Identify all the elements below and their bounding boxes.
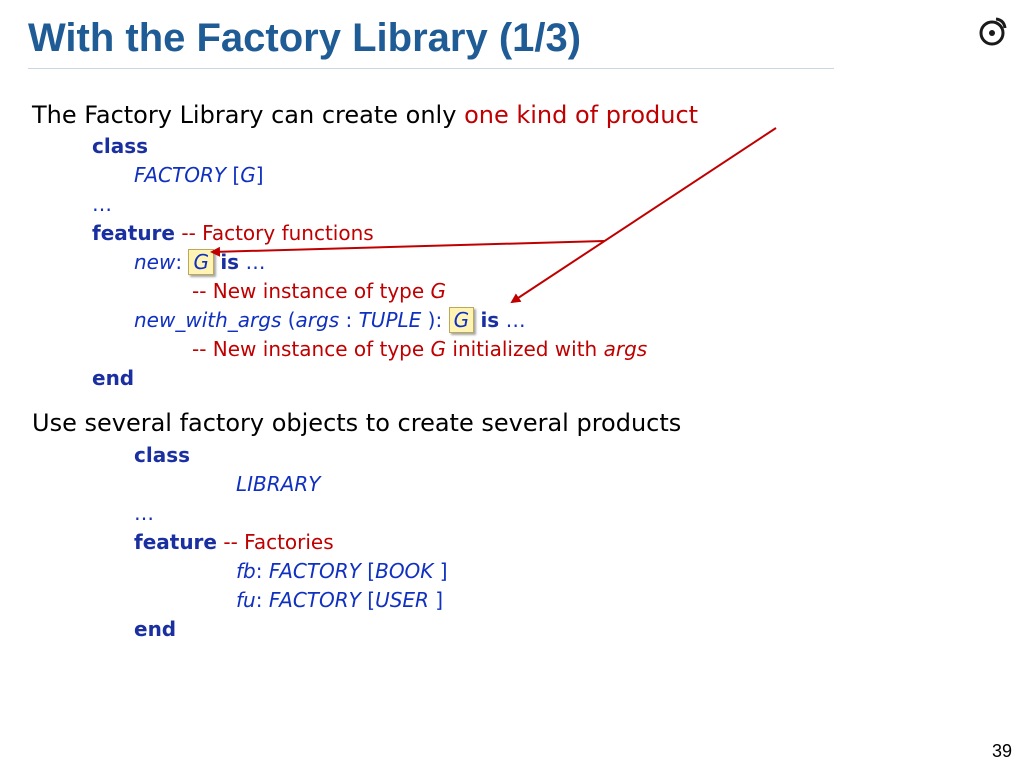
generic-close: ]	[255, 163, 264, 187]
code2-ellipsis-line: …	[134, 499, 154, 527]
generic-open: [	[360, 588, 376, 612]
code-class-name-line: FACTORY [G]	[134, 161, 264, 189]
page-number: 39	[991, 741, 1012, 761]
feature-comment: -- Factory functions	[175, 221, 374, 245]
comment-text: -- New instance of type	[192, 337, 431, 361]
code2-feature-line: feature -- Factories	[134, 528, 334, 556]
code-feature-line: feature -- Factory functions	[92, 219, 374, 247]
class-name: LIBRARY	[236, 472, 321, 496]
generic-close: ]	[433, 559, 448, 583]
ellipsis: …	[134, 501, 154, 525]
code-class-line: class	[92, 132, 148, 160]
code-new-with-args-comment: -- New instance of type G initialized wi…	[192, 335, 647, 363]
feature-comment: -- Factories	[217, 530, 334, 554]
feature-name-new: new	[134, 250, 176, 274]
intro-text: The Factory Library can create only	[32, 101, 465, 129]
generic-open: [	[360, 559, 376, 583]
arg-type: TUPLE	[358, 308, 422, 332]
code2-class-line: class	[134, 441, 190, 469]
keyword-feature: feature	[134, 530, 217, 554]
code-ellipsis-line: …	[92, 190, 112, 218]
ellipsis: …	[505, 308, 526, 332]
code-new-comment: -- New instance of type G	[192, 277, 446, 305]
intro-line-1: The Factory Library can create only one …	[32, 100, 698, 130]
comment-text-mid: initialized with	[446, 337, 604, 361]
eiffel-logo-icon	[979, 17, 1007, 46]
intro-line-2: Use several factory objects to create se…	[32, 409, 682, 437]
keyword-is: is	[220, 250, 240, 274]
keyword-end: end	[92, 366, 135, 390]
code-new-with-args-line: new_with_args (args : TUPLE ): G is …	[134, 306, 526, 334]
class-name: FACTORY	[134, 163, 227, 187]
ellipsis: …	[92, 192, 112, 216]
code-end-line: end	[92, 364, 134, 392]
code2-fb-line: fb: FACTORY [BOOK ]	[236, 557, 448, 585]
attribute-fb: fb	[236, 559, 256, 583]
arrow-to-new-type	[210, 240, 605, 257]
feature-name-new-with-args: new_with_args	[134, 308, 282, 332]
keyword-is: is	[480, 308, 500, 332]
highlighted-type-g: G	[448, 307, 475, 333]
colon: :	[175, 250, 189, 274]
code-new-line: new: G is …	[134, 248, 265, 276]
type-factory: FACTORY	[268, 588, 361, 612]
comment-arg: args	[603, 337, 648, 361]
type-factory: FACTORY	[268, 559, 361, 583]
comment-type: G	[430, 279, 447, 303]
code2-class-name-line: LIBRARY	[236, 470, 320, 498]
code2-fu-line: fu: FACTORY [USER ]	[236, 586, 443, 614]
colon: :	[435, 308, 449, 332]
keyword-class: class	[92, 134, 149, 158]
colon: :	[339, 308, 359, 332]
highlighted-type-g: G	[188, 249, 214, 275]
colon: :	[255, 588, 269, 612]
generic-book: BOOK	[375, 559, 434, 583]
code2-end-line: end	[134, 615, 176, 643]
comment-text: -- New instance of type	[192, 279, 431, 303]
comment-type: G	[430, 337, 447, 361]
ellipsis: …	[245, 250, 266, 274]
arrow-to-new-with-args-type	[510, 127, 777, 304]
generic-user: USER	[375, 588, 429, 612]
generic-close: ]	[428, 588, 444, 612]
slide-title: With the Factory Library (1/3)	[28, 16, 582, 60]
paren-open: (	[281, 308, 296, 332]
attribute-fu: fu	[236, 588, 256, 612]
paren-close: )	[421, 308, 436, 332]
intro-emphasis: one kind of product	[464, 101, 699, 129]
colon: :	[255, 559, 269, 583]
keyword-class: class	[134, 443, 191, 467]
arg-name: args	[295, 308, 340, 332]
keyword-end: end	[134, 617, 177, 641]
title-divider	[28, 68, 834, 69]
keyword-feature: feature	[92, 221, 175, 245]
generic-param: G	[240, 163, 256, 187]
generic-open: [	[226, 163, 241, 187]
